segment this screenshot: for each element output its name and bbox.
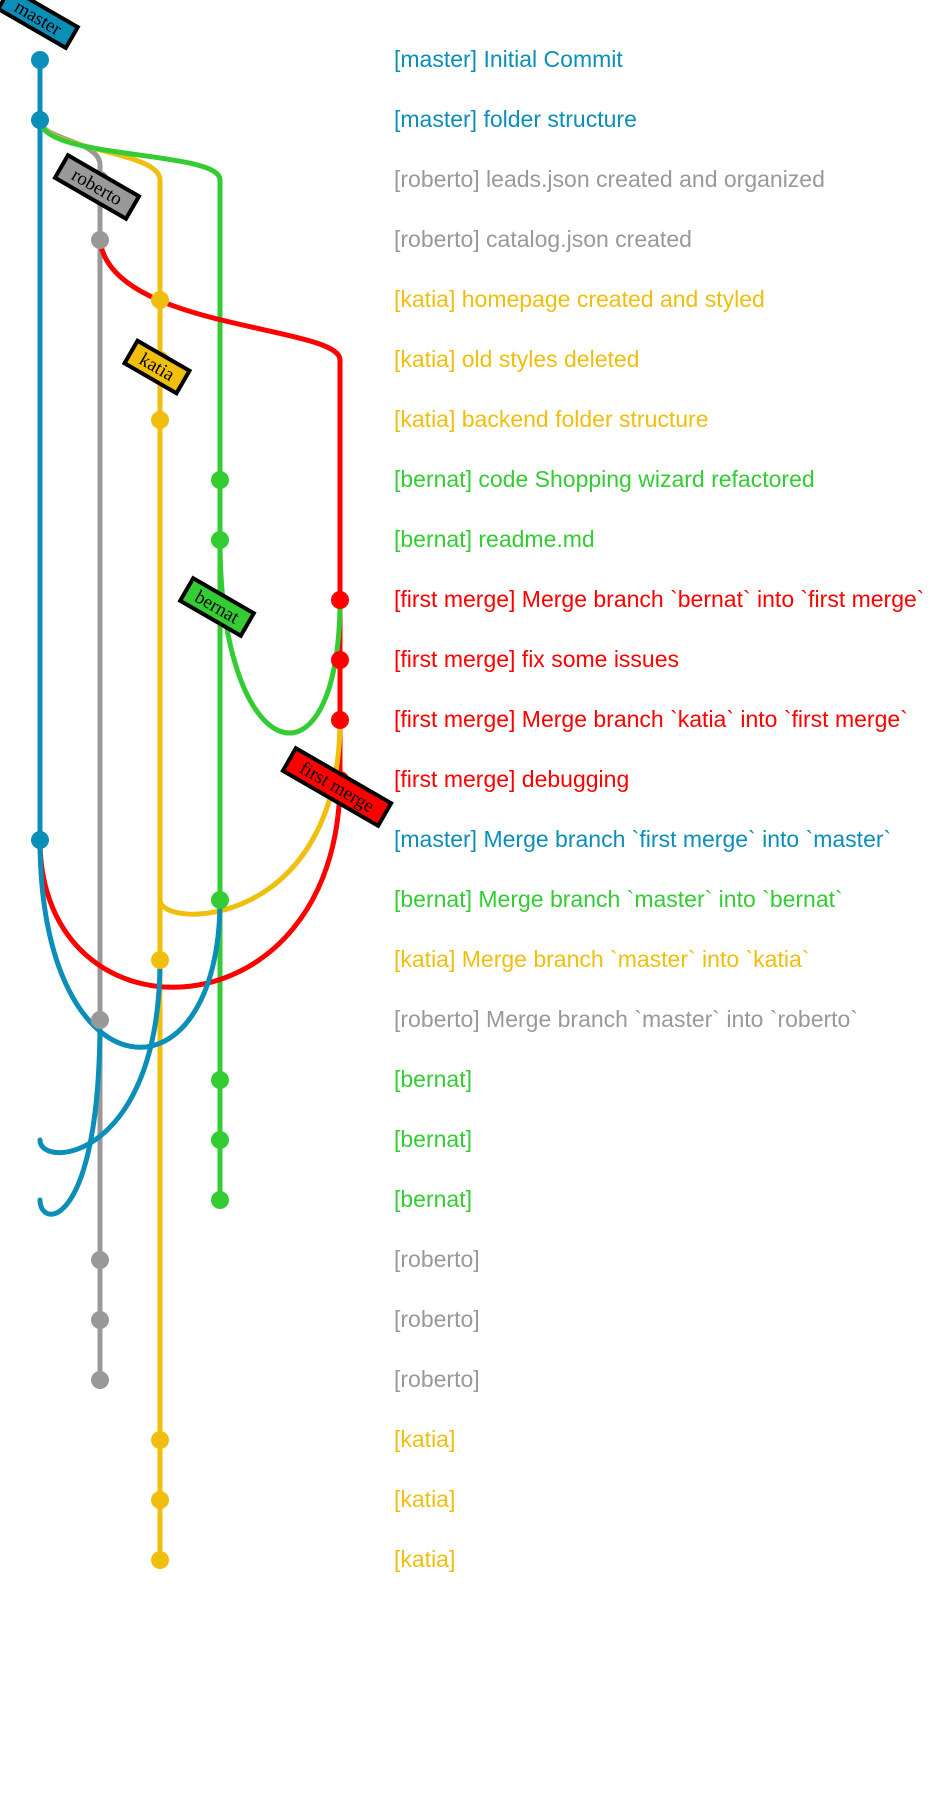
merge-connector-bernat-first bbox=[217, 537, 343, 736]
commit-label: [katia] bbox=[394, 1486, 456, 1512]
commit-label: [bernat] code Shopping wizard refactored bbox=[394, 466, 815, 492]
commit-label: [first merge] fix some issues bbox=[394, 646, 680, 672]
commit-label: [bernat] Merge branch `master` into `ber… bbox=[394, 886, 843, 912]
branch-tag: katia bbox=[121, 338, 193, 396]
commit-dot[interactable] bbox=[211, 1131, 229, 1149]
commit-dot[interactable] bbox=[151, 291, 169, 309]
commit-label: [first merge] debugging bbox=[394, 766, 630, 792]
commit-label: [master] Merge branch `first merge` into… bbox=[394, 826, 892, 852]
commit-label: [katia] bbox=[394, 1426, 456, 1452]
branch-tag-box bbox=[0, 0, 81, 51]
merge-connector-first-master bbox=[37, 777, 343, 990]
commit-dot[interactable] bbox=[91, 1011, 109, 1029]
merge-connector-master-bernat bbox=[37, 837, 223, 1050]
branch-line-bernat bbox=[37, 117, 223, 1203]
commit-label: [bernat] readme.md bbox=[394, 526, 595, 552]
commit-label: [master] folder structure bbox=[394, 106, 637, 132]
merge-connector-master-katia bbox=[37, 957, 163, 1156]
commit-label: [first merge] Merge branch `bernat` into… bbox=[394, 586, 925, 612]
merge-connector-master-roberto bbox=[37, 1017, 103, 1217]
commit-label: [bernat] bbox=[394, 1066, 472, 1092]
commit-label: [first merge] Merge branch `katia` into … bbox=[394, 706, 908, 732]
commit-label: [roberto] bbox=[394, 1246, 480, 1272]
commit-dot[interactable] bbox=[31, 111, 49, 129]
commit-label: [roberto] bbox=[394, 1306, 480, 1332]
commit-label: [katia] backend folder structure bbox=[394, 406, 709, 432]
commit-dot[interactable] bbox=[331, 651, 349, 669]
commit-label: [roberto] Merge branch `master` into `ro… bbox=[394, 1006, 859, 1032]
commit-dot[interactable] bbox=[211, 1071, 229, 1089]
commit-dot[interactable] bbox=[211, 471, 229, 489]
commit-label: [roberto] bbox=[394, 1366, 480, 1392]
merge-connector-katia-first bbox=[157, 717, 343, 917]
branch-tag-box bbox=[280, 745, 394, 829]
branch-tag: bernat bbox=[177, 575, 257, 639]
commit-dot[interactable] bbox=[331, 711, 349, 729]
commit-dot[interactable] bbox=[91, 1371, 109, 1389]
commit-dot[interactable] bbox=[211, 531, 229, 549]
commit-dot[interactable] bbox=[91, 1311, 109, 1329]
commit-label: [katia] homepage created and styled bbox=[394, 286, 765, 312]
commit-dot[interactable] bbox=[331, 591, 349, 609]
commit-dot[interactable] bbox=[211, 891, 229, 909]
branch-tag: master bbox=[0, 0, 81, 51]
commit-label: [katia] old styles deleted bbox=[394, 346, 640, 372]
commit-label: [master] Initial Commit bbox=[394, 46, 623, 72]
commit-dot[interactable] bbox=[151, 1551, 169, 1569]
commit-dot[interactable] bbox=[151, 951, 169, 969]
branch-tag-box bbox=[121, 338, 193, 396]
commit-dot[interactable] bbox=[91, 1251, 109, 1269]
branch-tag-box bbox=[177, 575, 257, 639]
commit-label: [katia] bbox=[394, 1546, 456, 1572]
commit-label: [bernat] bbox=[394, 1126, 472, 1152]
commit-label: [roberto] catalog.json created bbox=[394, 226, 692, 252]
commit-dot[interactable] bbox=[31, 51, 49, 69]
commit-dot[interactable] bbox=[151, 1491, 169, 1509]
branch-tag-box bbox=[52, 152, 142, 222]
commit-label: [roberto] leads.json created and organiz… bbox=[394, 166, 825, 192]
commit-dot[interactable] bbox=[91, 231, 109, 249]
commit-label: [bernat] bbox=[394, 1186, 472, 1212]
branch-line-roberto bbox=[37, 117, 103, 1383]
commit-dot[interactable] bbox=[211, 1191, 229, 1209]
commit-dot[interactable] bbox=[151, 1431, 169, 1449]
commit-dot[interactable] bbox=[151, 411, 169, 429]
branch-line-first-merge bbox=[97, 237, 343, 783]
commit-dot[interactable] bbox=[31, 831, 49, 849]
branch-tag: roberto bbox=[52, 152, 142, 222]
commit-label: [katia] Merge branch `master` into `kati… bbox=[394, 946, 810, 972]
